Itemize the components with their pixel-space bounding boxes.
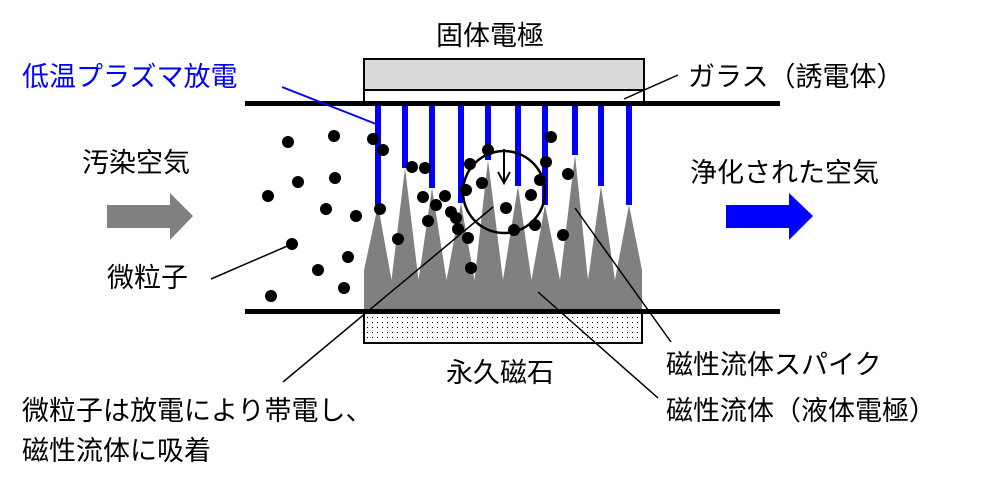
label-plasma-discharge: 低温プラズマ放電 — [22, 62, 237, 93]
discharge-channel — [375, 106, 381, 205]
particle — [367, 133, 379, 145]
particle — [342, 251, 354, 263]
label-purified-air: 浄化された空気 — [690, 158, 879, 189]
leader-plasma — [281, 86, 377, 125]
duct-bottom-wall — [245, 309, 780, 314]
leader-adsorption — [282, 206, 494, 383]
particle — [329, 172, 341, 184]
particle — [465, 262, 477, 274]
particle — [338, 282, 350, 294]
discharge-channel — [515, 106, 521, 186]
leader-particles — [210, 243, 293, 280]
leader-glass — [623, 74, 679, 100]
particle — [525, 189, 537, 201]
leader-fluid — [537, 291, 659, 399]
leader-spike — [574, 207, 672, 343]
particle — [392, 233, 404, 245]
particle — [320, 203, 332, 215]
inflow-arrow-icon — [107, 193, 193, 240]
label-ferrofluid-liquid-electrode: 磁性流体（液体電極） — [666, 396, 936, 427]
particle — [545, 131, 557, 143]
particle — [374, 203, 386, 215]
discharge-channel — [542, 106, 548, 205]
duct-top-wall — [245, 101, 780, 106]
particle — [265, 290, 277, 302]
permanent-magnet — [363, 311, 643, 344]
label-solid-electrode: 固体電極 — [436, 21, 544, 52]
discharge-channel — [429, 106, 435, 188]
plasma-discharge-channels — [375, 106, 632, 205]
particle — [540, 156, 552, 168]
label-permanent-magnet: 永久磁石 — [446, 358, 554, 389]
ferrofluid-body — [364, 155, 642, 310]
label-adsorption-note-line1: 微粒子は放電により帯電し、 — [22, 396, 372, 427]
label-adsorption-note-line2: 磁性流体に吸着 — [22, 436, 211, 467]
down-arrow-head-icon — [497, 171, 511, 186]
particle — [462, 232, 474, 244]
discharge-channel — [458, 106, 464, 203]
particle — [292, 176, 304, 188]
particle — [529, 219, 541, 231]
particles-group — [262, 130, 574, 302]
discharge-channel — [598, 106, 604, 186]
discharge-channel — [572, 106, 578, 155]
particle — [350, 210, 362, 222]
discharge-channel — [626, 106, 632, 205]
label-particles: 微粒子 — [107, 263, 188, 294]
ferrofluid-spikes — [364, 155, 642, 310]
particle — [312, 264, 324, 276]
particle — [557, 229, 569, 241]
label-ferrofluid-spike: 磁性流体スパイク — [666, 350, 881, 381]
particle — [476, 177, 488, 189]
particle — [430, 199, 442, 211]
outflow-arrow-icon — [726, 193, 813, 240]
particle — [422, 215, 434, 227]
solid-electrode — [363, 58, 645, 91]
particle — [500, 202, 512, 214]
particle — [282, 136, 294, 148]
label-polluted-air: 汚染空気 — [82, 148, 190, 179]
particle — [377, 144, 389, 156]
particle — [417, 191, 429, 203]
particle — [450, 212, 462, 224]
discharge-channel — [485, 106, 491, 160]
label-glass-dielectric: ガラス（誘電体） — [688, 62, 903, 93]
particle — [452, 223, 464, 235]
particle — [439, 190, 451, 202]
particle — [562, 168, 574, 180]
particle — [328, 130, 340, 142]
particle — [406, 161, 418, 173]
particle — [262, 190, 274, 202]
discharge-channel — [402, 106, 408, 168]
particle — [419, 162, 431, 174]
